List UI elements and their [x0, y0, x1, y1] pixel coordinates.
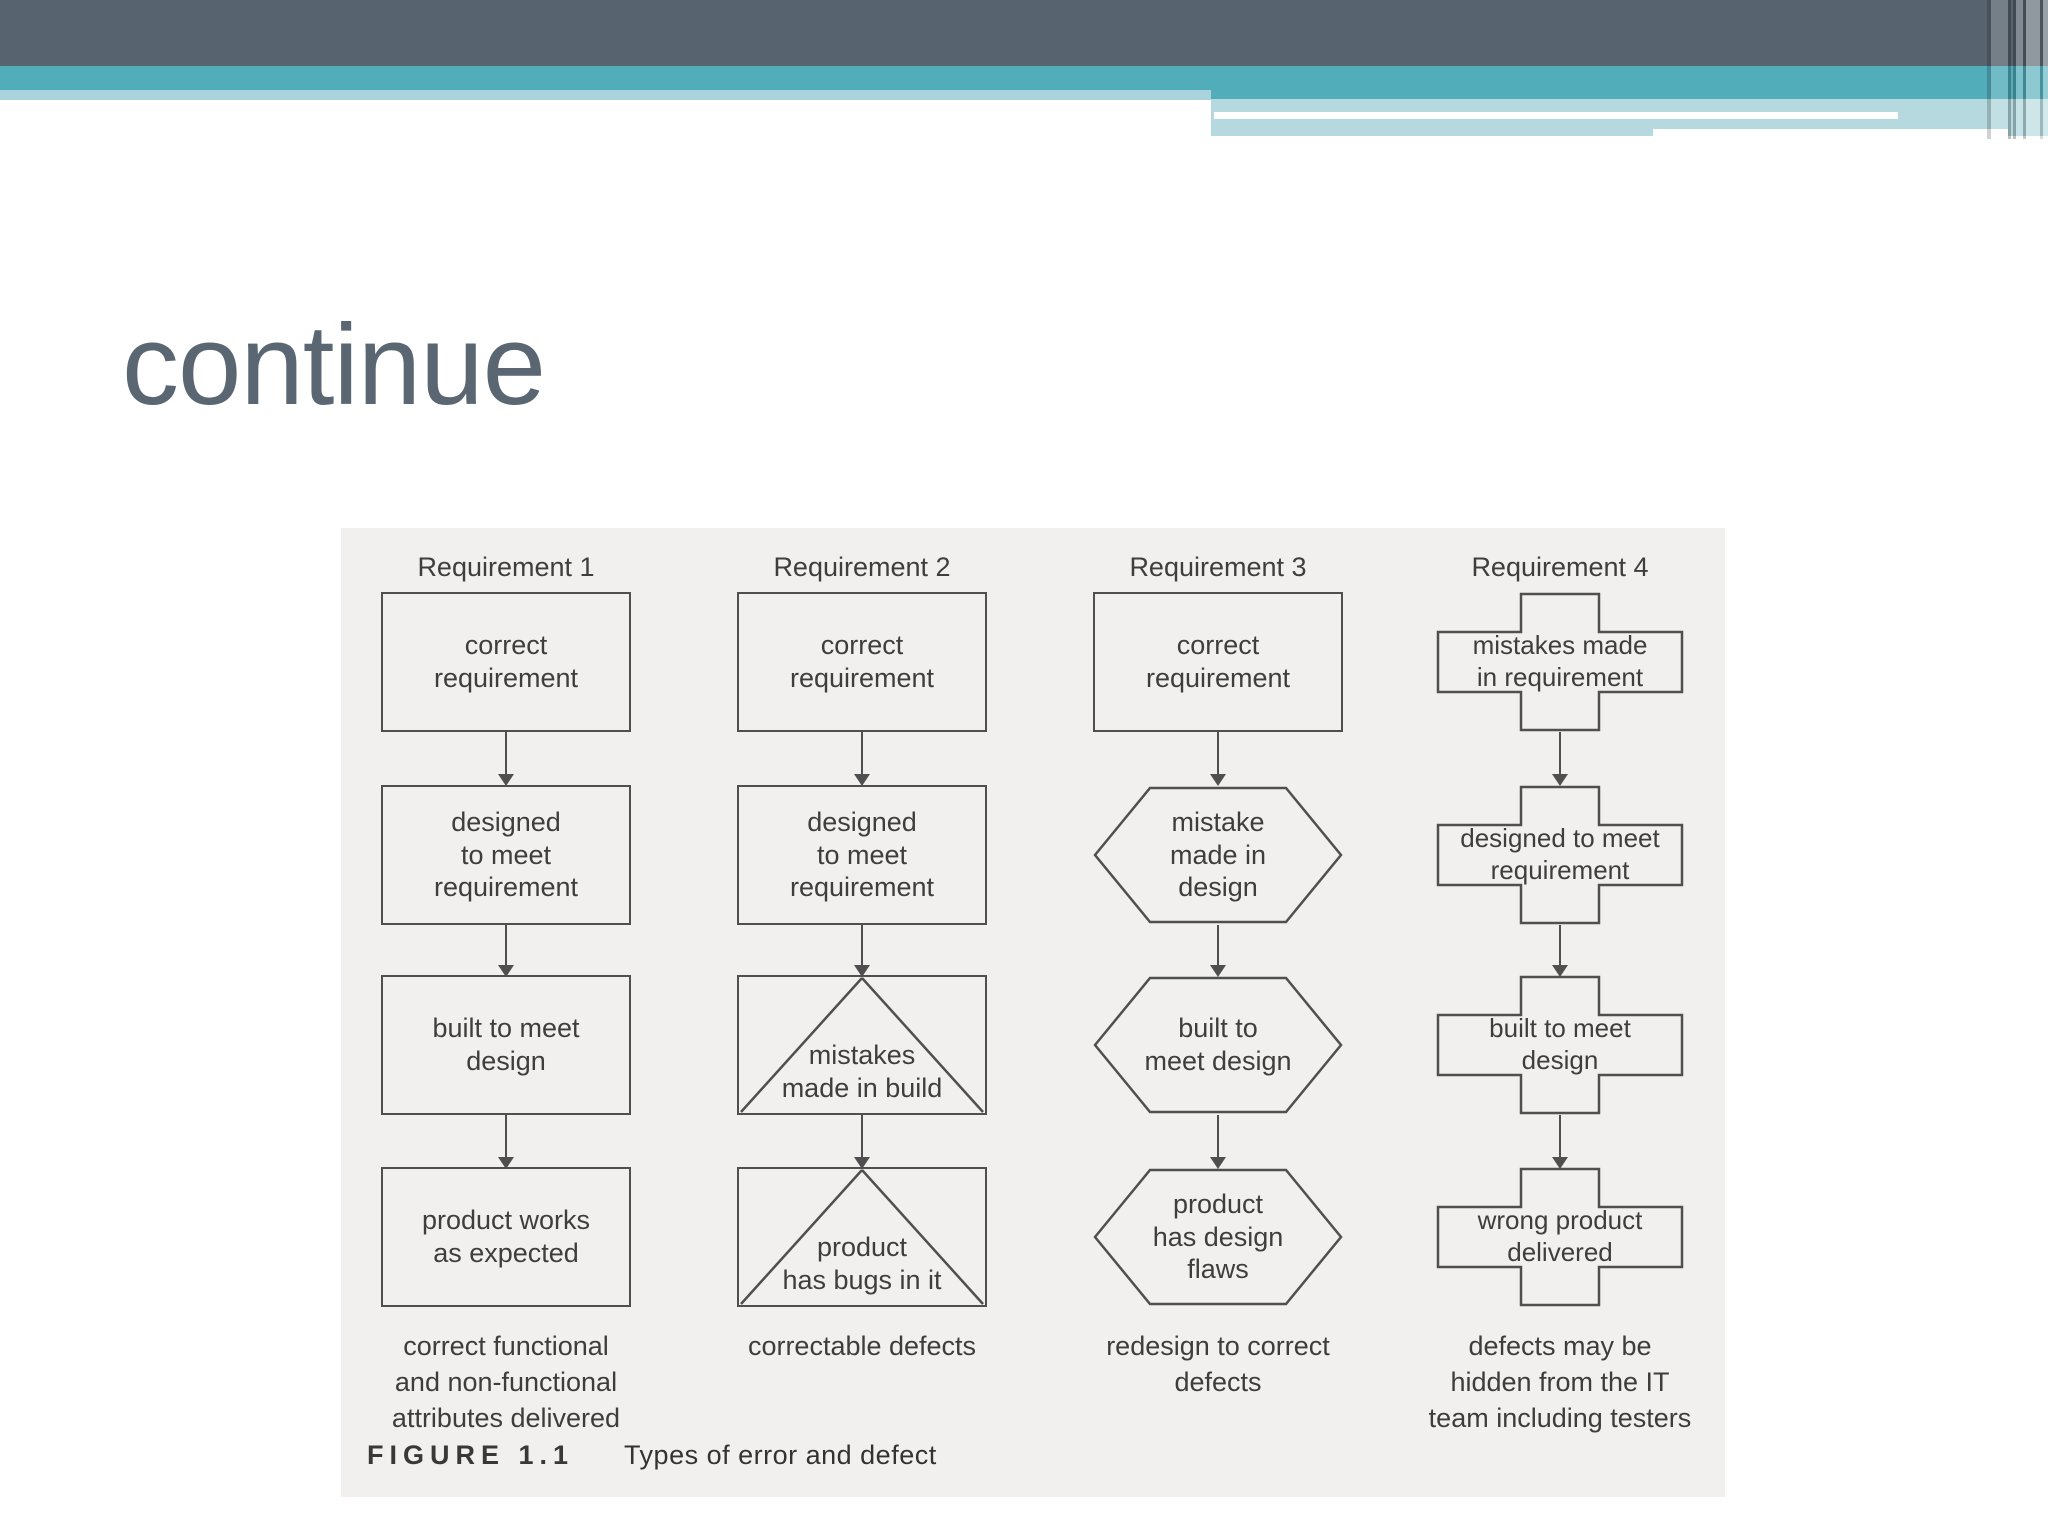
cross-icon: [1436, 592, 1684, 732]
node-cross: wrong product delivered: [1435, 1167, 1685, 1307]
banner-right-white-step: [1653, 129, 2008, 137]
flow-arrow: [1210, 732, 1226, 786]
node-label: built to meet design: [1489, 1013, 1631, 1075]
hexagon-icon: [1093, 1168, 1343, 1306]
node-rect: correct requirement: [381, 592, 631, 732]
slide-title: continue: [122, 302, 546, 429]
node-rect: correct requirement: [737, 592, 987, 732]
flow-arrow: [1552, 732, 1568, 786]
node-rect: designed to meet requirement: [381, 785, 631, 925]
pinstripe: [2026, 0, 2040, 139]
node-rect-with-triangle: product has bugs in it: [737, 1167, 987, 1307]
node-rect: built to meet design: [381, 975, 631, 1115]
pinstripe: [1987, 0, 1991, 139]
triangle-mark-icon: [740, 977, 984, 1113]
flow-arrow: [498, 732, 514, 786]
pinstripe: [2043, 0, 2048, 139]
pinstripe: [2013, 0, 2016, 139]
flow-arrow: [1552, 1115, 1568, 1169]
column-header: Requirement 2: [773, 552, 951, 582]
node-label: built to meet design: [432, 1013, 580, 1076]
flow-arrow: [1210, 925, 1226, 977]
node-label: correct requirement: [433, 630, 579, 693]
banner-light-bar: [0, 90, 2048, 100]
cross-icon: [1436, 785, 1684, 925]
node-label: correct requirement: [789, 630, 935, 693]
node-label: designed to meet requirement: [1460, 823, 1660, 885]
column-caption: correctable defects: [747, 1331, 977, 1361]
node-cross: designed to meet requirement: [1435, 785, 1685, 925]
figure-caption-text: Types of error and defect: [624, 1440, 937, 1470]
node-rect-with-triangle: mistakes made in build: [737, 975, 987, 1115]
pinstripe: [2023, 0, 2026, 139]
node-label: mistakes made in requirement: [1472, 630, 1648, 692]
flow-arrow: [854, 1115, 870, 1169]
node-label: designed to meet requirement: [433, 806, 579, 903]
column-header: Requirement 1: [417, 552, 595, 582]
column-caption: correct functional and non-functional at…: [391, 1331, 621, 1433]
pinstripe: [2016, 0, 2023, 139]
flow-arrow: [498, 1115, 514, 1169]
column-header: Requirement 4: [1471, 552, 1649, 582]
node-cross: built to meet design: [1435, 975, 1685, 1115]
flow-arrow: [1552, 925, 1568, 977]
pinstripe: [2040, 0, 2043, 139]
hexagon-icon: [1093, 786, 1343, 924]
node-label: wrong product delivered: [1477, 1205, 1643, 1267]
cross-icon: [1436, 975, 1684, 1115]
node-rect: product works as expected: [381, 1167, 631, 1307]
cross-icon: [1436, 1167, 1684, 1307]
banner-dark-bar: [0, 0, 2048, 66]
node-label: built to meet design: [1144, 1013, 1292, 1076]
hexagon-icon: [1093, 976, 1343, 1114]
node-label: product has bugs in it: [782, 1232, 942, 1296]
figure-caption-label: FIGURE 1.1: [367, 1440, 575, 1470]
figure-caption: FIGURE 1.1 Types of error and defect: [367, 1440, 937, 1471]
figure-types-of-error-and-defect: Requirement 1 Requirement 2 Requirement …: [341, 528, 1725, 1497]
node-hexagon: mistake made in design: [1093, 785, 1343, 925]
node-cross: mistakes made in requirement: [1435, 592, 1685, 732]
pinstripe: [1991, 0, 2008, 139]
node-hexagon: built to meet design: [1093, 975, 1343, 1115]
node-label: correct requirement: [1145, 630, 1291, 693]
column-caption: defects may be hidden from the IT team i…: [1428, 1331, 1692, 1433]
flow-arrow: [854, 732, 870, 786]
banner-right-white-stripe: [1214, 112, 1898, 119]
node-label: product works as expected: [421, 1205, 591, 1268]
triangle-mark-icon: [740, 1169, 984, 1305]
pinstripe: [2008, 0, 2011, 139]
node-rect: designed to meet requirement: [737, 785, 987, 925]
node-label: product has design flaws: [1152, 1188, 1284, 1285]
flow-arrow: [498, 925, 514, 977]
flow-arrow: [854, 925, 870, 977]
banner-right-teal-extension: [1211, 90, 2048, 99]
node-label: mistake made in design: [1169, 806, 1267, 903]
flow-arrow: [1210, 1115, 1226, 1169]
node-hexagon: product has design flaws: [1093, 1167, 1343, 1307]
node-label: mistakes made in build: [781, 1040, 943, 1104]
banner-teal-bar: [0, 66, 2048, 90]
column-header: Requirement 3: [1129, 552, 1307, 582]
column-caption: redesign to correct defects: [1106, 1331, 1330, 1397]
node-label: designed to meet requirement: [789, 806, 935, 903]
node-rect: correct requirement: [1093, 592, 1343, 732]
